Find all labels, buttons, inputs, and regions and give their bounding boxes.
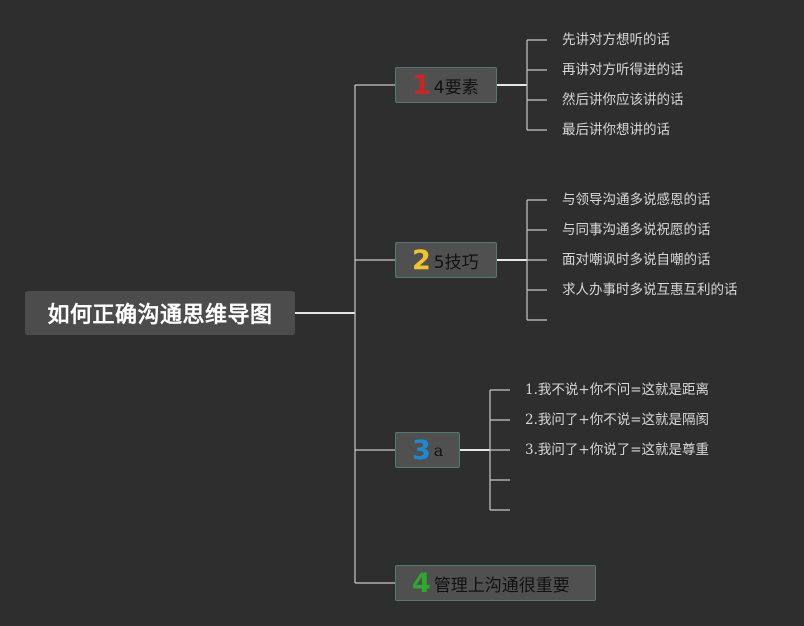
leaf-item[interactable]: 3.我问了+你说了=这就是尊重	[525, 442, 710, 458]
root-node[interactable]: 如何正确沟通思维导图	[25, 291, 295, 335]
leaf-item[interactable]: 求人办事时多说互惠互利的话	[562, 282, 738, 298]
root-title: 如何正确沟通思维导图	[47, 303, 273, 328]
leaf-item[interactable]: 然后讲你应该讲的话	[562, 92, 684, 108]
branch-label-1: 4要素	[433, 77, 479, 98]
leaf-item[interactable]: 2.我问了+你不说=这就是隔阂	[525, 412, 710, 428]
badge-number-2: 2	[412, 244, 431, 276]
leaf-item[interactable]: 1.我不说+你不问=这就是距离	[525, 382, 710, 398]
leaf-item[interactable]: 与领导沟通多说感恩的话	[562, 192, 711, 208]
badge-number-1: 1	[412, 69, 431, 101]
branch-node-3[interactable]: 3 a	[395, 432, 460, 468]
branch-node-2[interactable]: 2 5技巧	[395, 242, 497, 278]
leaf-item[interactable]: 先讲对方想听的话	[562, 32, 670, 48]
leaf-item[interactable]: 最后讲你想讲的话	[562, 122, 670, 138]
badge-number-4: 4	[412, 567, 431, 599]
leaf-item[interactable]: 面对嘲讽时多说自嘲的话	[562, 252, 711, 268]
badge-number-3: 3	[412, 434, 431, 466]
branch-label-4: 管理上沟通很重要	[433, 575, 570, 596]
branch-label-2: 5技巧	[433, 252, 479, 273]
branch-label-3: a	[433, 440, 444, 460]
leaf-item[interactable]: 与同事沟通多说祝愿的话	[562, 222, 711, 238]
branch-node-4[interactable]: 4 管理上沟通很重要	[395, 565, 596, 601]
leaf-item[interactable]: 再讲对方听得进的话	[562, 62, 684, 78]
branch-node-1[interactable]: 1 4要素	[395, 67, 497, 103]
